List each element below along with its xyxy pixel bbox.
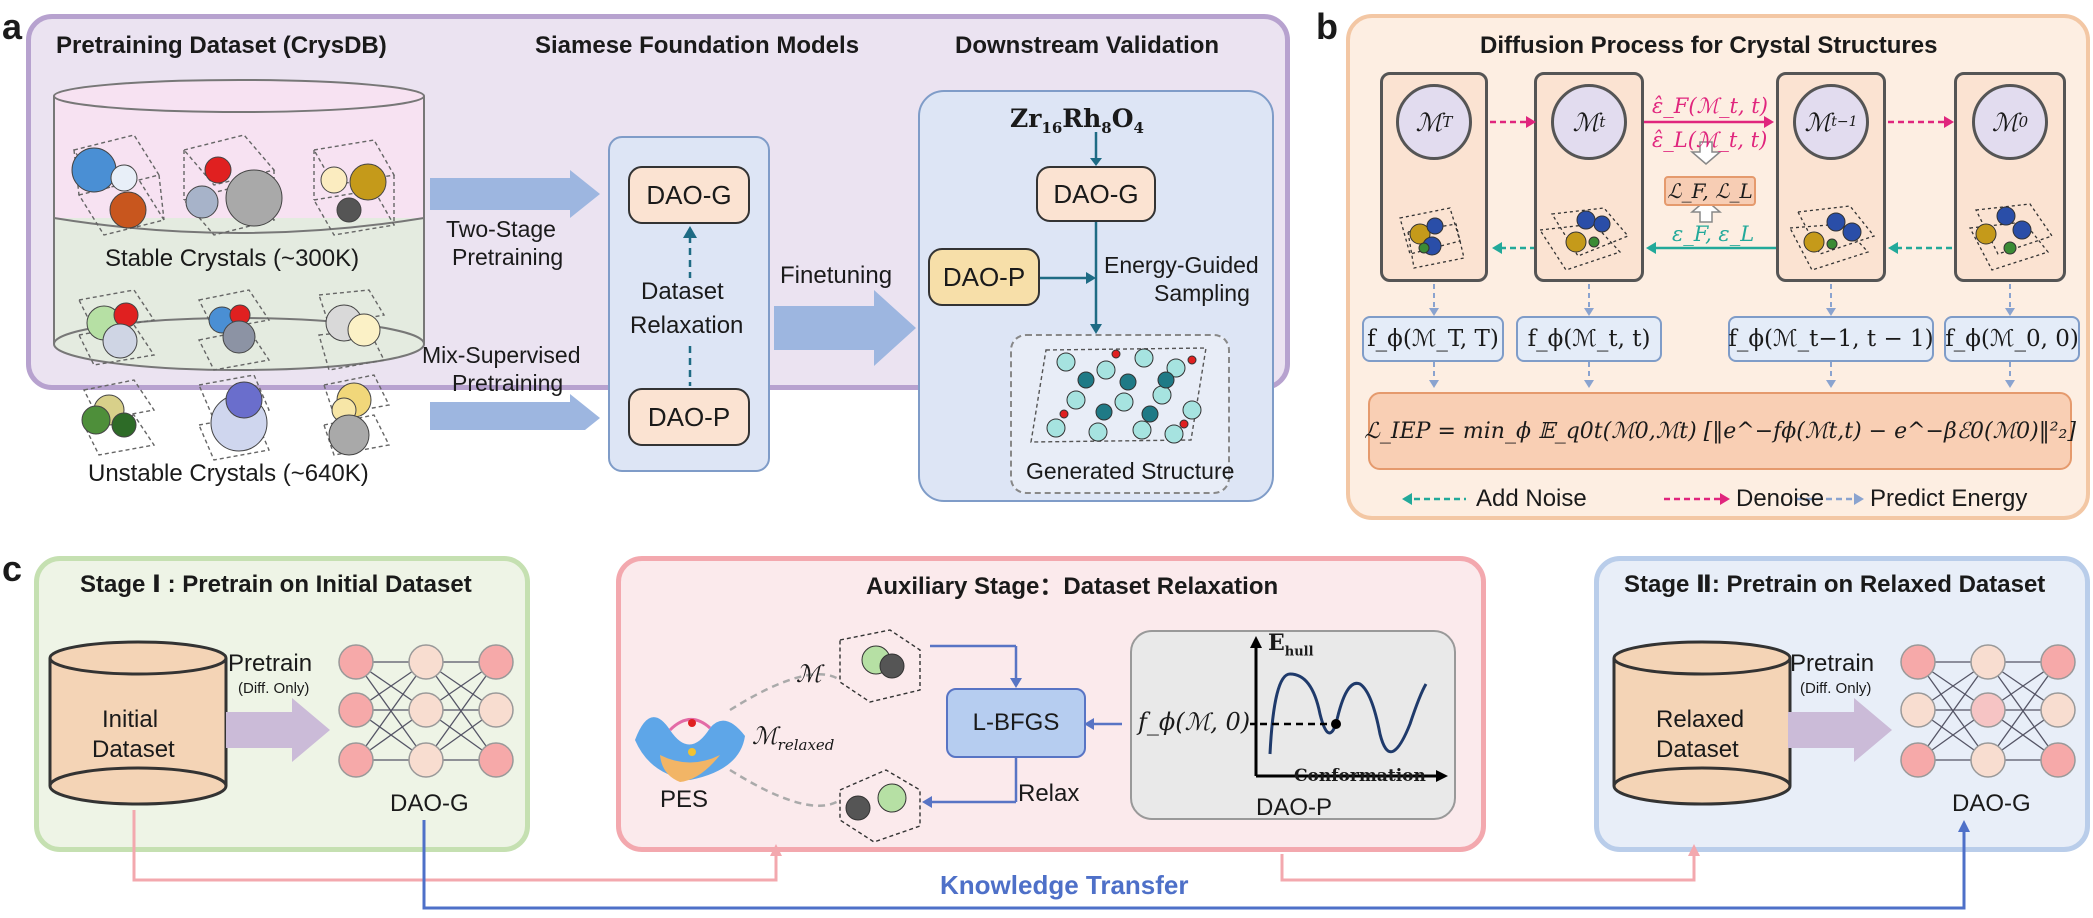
pes-relax-illustration [635, 629, 1022, 843]
formula-zr16rh8o4: Zr16Rh8O4 [1010, 104, 1144, 137]
unstable-crystals-label: Unstable Crystals (~640K) [88, 460, 369, 487]
ehull-axis-label: Ehull [1268, 630, 1314, 660]
relaxation-dashed-arrow [683, 226, 697, 386]
finetuning-label: Finetuning [780, 262, 893, 289]
initial-line2: Dataset [92, 736, 175, 763]
eps-l-hat: ε̂_L(ℳ_t, t) [1652, 128, 1768, 152]
downstream-dao-g-box: DAO-G [1036, 166, 1156, 222]
mix-supervised-line2: Pretraining [452, 370, 564, 396]
generated-structure-illustration [1030, 347, 1207, 444]
loss-box: ℒ_F, ℒ_L [1664, 176, 1756, 206]
downstream-title: Downstream Validation [955, 32, 1220, 59]
stable-crystals-label: Stable Crystals (~300K) [105, 245, 360, 272]
f-box-t-minus-1: f_ϕ(ℳ_t−1, t − 1) [1728, 316, 1934, 362]
legend-denoise: Denoise [1736, 485, 1825, 512]
aux-dao-p-label: DAO-P [1256, 794, 1333, 821]
stage2-title: Stage Ⅱ: Pretrain on Relaxed Dataset [1624, 571, 2046, 598]
m-label: ℳ [796, 660, 822, 688]
f-to-lbfgs-arrow [1084, 718, 1122, 730]
energy-landscape-plot [1250, 636, 1448, 782]
conformation-axis-label: Conformation [1294, 766, 1426, 786]
diffusion-title: Diffusion Process for Crystal Structures [1480, 32, 1938, 59]
energy-guided-line2: Sampling [1154, 280, 1250, 306]
generated-structure-label: Generated Structure [1026, 458, 1235, 484]
knowledge-transfer-label: Knowledge Transfer [940, 870, 1189, 900]
stage2-diff-only: (Diff. Only) [1800, 680, 1872, 697]
finetuning-arrow [774, 290, 916, 366]
eps-true: ε_F, ε_L [1672, 222, 1755, 246]
two-stage-line2: Pretraining [452, 244, 564, 270]
two-stage-line1: Two-Stage [446, 216, 556, 242]
f-m-0-label: f_ϕ(ℳ, 0) [1138, 708, 1251, 736]
iep-loss-formula: ℒ_IEP = min_ϕ 𝔼_q0t(ℳ0,ℳt) [‖e^−fϕ(ℳt,t)… [1364, 392, 2076, 470]
stage1-title: Stage Ⅰ : Pretrain on Initial Dataset [80, 571, 472, 598]
m-relaxed-label: ℳrelaxed [752, 722, 835, 754]
diffusion-arrows [1429, 116, 2015, 388]
pes-label: PES [660, 786, 709, 813]
stable-crystals-illustration [71, 134, 396, 236]
diffusion-crystals [1399, 203, 2054, 271]
pretraining-arrows [430, 170, 600, 430]
panel-b-letter: b [1316, 6, 1338, 47]
energy-guided-line1: Energy-Guided [1104, 252, 1259, 278]
relaxation-line2: Relaxation [630, 312, 744, 339]
knowledge-transfer-connectors [132, 810, 1970, 910]
stage1-pretrain-arrow [226, 698, 330, 762]
siamese-title: Siamese Foundation Models [535, 32, 860, 59]
eps-f-hat: ε̂_F(ℳ_t, t) [1652, 94, 1768, 118]
relaxed-line2: Dataset [1656, 736, 1739, 763]
relaxed-dataset-cylinder [1612, 640, 1792, 806]
panel-c-letter: c [2, 548, 23, 589]
relaxation-line1: Dataset [641, 278, 724, 305]
downstream-dao-p-box: DAO-P [928, 248, 1040, 306]
stage2-dao-g-label: DAO-G [1952, 790, 2031, 817]
stage2-dao-g-network [1900, 644, 2076, 778]
dao-p-box: DAO-P [628, 388, 750, 446]
f-box-0: f_ϕ(ℳ_0, 0) [1944, 316, 2080, 362]
legend-predict-energy: Predict Energy [1870, 485, 2028, 512]
aux-title: Auxiliary Stage：Dataset Relaxation [866, 573, 1279, 600]
pretraining-title: Pretraining Dataset (CrysDB) [56, 32, 387, 59]
stage2-pretrain-label: Pretrain [1790, 650, 1875, 677]
mix-supervised-line1: Mix-Supervised [422, 342, 581, 368]
stage1-pretrain-label: Pretrain [228, 650, 313, 677]
unstable-crystals-illustration [77, 289, 391, 461]
relaxed-line1: Relaxed [1656, 706, 1745, 733]
stage1-dao-g-network [338, 644, 514, 778]
relax-label: Relax [1018, 780, 1080, 807]
initial-dataset-cylinder [48, 640, 228, 806]
dao-g-box: DAO-G [628, 166, 750, 224]
legend-add-noise: Add Noise [1476, 485, 1587, 512]
panel-a-letter: a [2, 6, 23, 47]
f-box-t: f_ϕ(ℳ_t, t) [1516, 316, 1662, 362]
initial-line1: Initial [102, 706, 159, 733]
stage1-diff-only: (Diff. Only) [238, 680, 310, 697]
stage2-pretrain-arrow [1788, 698, 1892, 762]
stage1-dao-g-label: DAO-G [390, 790, 469, 817]
downstream-arrows [1040, 132, 1102, 334]
dao-p-energy-box [1130, 630, 1456, 820]
f-box-T: f_ϕ(ℳ_T, T) [1362, 316, 1504, 362]
lbfgs-box: L-BFGS [946, 688, 1086, 758]
diffusion-legend [1402, 493, 1864, 505]
